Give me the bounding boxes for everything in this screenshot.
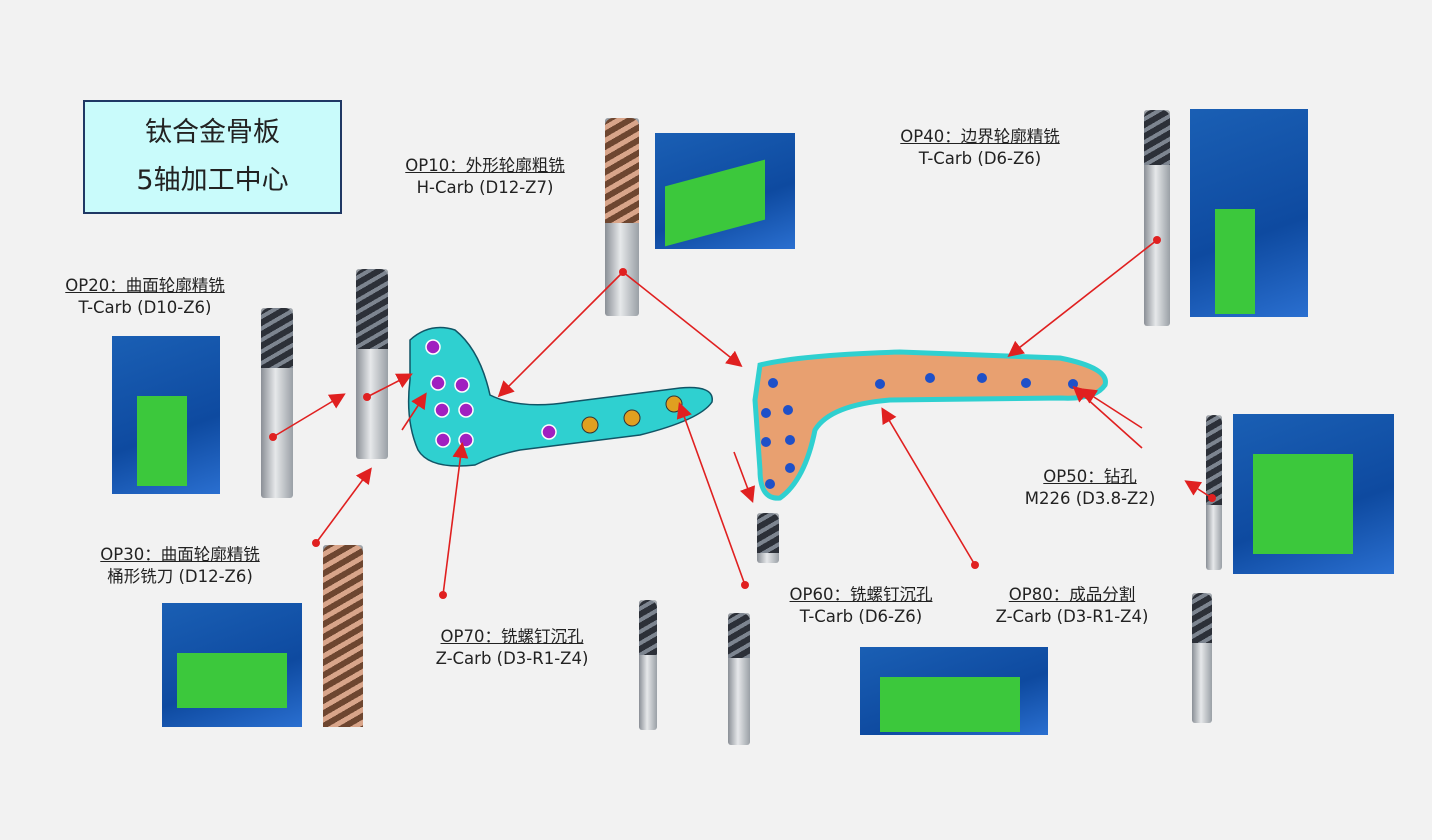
op60-label: OP60：铣螺钉沉孔 T-Carb (D6-Z6) (731, 584, 991, 628)
op80-tool: Z-Carb (D3-R1-Z4) (995, 607, 1149, 626)
op50-label: OP50：钻孔 M226 (D3.8-Z2) (960, 466, 1220, 510)
op10-label: OP10：外形轮廓粗铣 H-Carb (D12-Z7) (355, 155, 615, 199)
op60-endmill-icon (757, 513, 779, 563)
op30-label: OP30：曲面轮廓精铣桶形铣刀 (D12-Z6) (50, 544, 310, 588)
op40-heading: OP40：边界轮廓精铣 (900, 127, 1060, 146)
bone-plate-left (407, 326, 713, 467)
op20-label: OP20：曲面轮廓精铣 T-Carb (D10-Z6) (15, 275, 275, 319)
op70-heading: OP70：铣螺钉沉孔 (440, 627, 584, 646)
op40-label: OP40：边界轮廓精铣 T-Carb (D6-Z6) (850, 126, 1110, 170)
arrow-op10-right (622, 271, 743, 367)
op60-tool: T-Carb (D6-Z6) (799, 607, 923, 626)
op30-tool: 桶形铣刀 (D12-Z6) (107, 567, 253, 586)
arrow-op50-b (1072, 385, 1143, 449)
arrow-op40 (1007, 239, 1158, 357)
bone-plate-right (752, 349, 1108, 501)
arrow-op70-left (442, 441, 469, 596)
arrow-op80 (881, 407, 976, 566)
arrow-op60 (733, 451, 755, 503)
op10-endmill-icon (605, 118, 639, 316)
op50-heading: OP50：钻孔 (1043, 467, 1137, 486)
op40-tool: T-Carb (D6-Z6) (918, 149, 1042, 168)
arrow-op30 (315, 467, 372, 544)
op80-endmill-icon (1192, 593, 1212, 723)
op60-scene-image (860, 647, 1048, 735)
op20-heading: OP20：曲面轮廓精铣 (65, 276, 225, 295)
op10-tool: H-Carb (D12-Z7) (416, 178, 554, 197)
op40-endmill-icon (1144, 110, 1170, 326)
op40-scene-image (1190, 109, 1308, 317)
op60-heading: OP60：铣螺钉沉孔 (789, 585, 933, 604)
op20-endmill-icon (356, 269, 388, 459)
arrow-op10-left (497, 271, 624, 398)
arrow-op20-b (366, 373, 413, 398)
op70-tool: Z-Carb (D3-R1-Z4) (435, 649, 589, 668)
op50-drill-icon (1206, 415, 1222, 570)
arrow-op70-right (676, 401, 746, 586)
title-box: 钛合金骨板 5轴加工中心 (83, 100, 342, 214)
op80-label: OP80：成品分割 Z-Carb (D3-R1-Z4) (942, 584, 1202, 628)
op80-heading: OP80：成品分割 (1008, 585, 1136, 604)
op20-scene-image (112, 336, 220, 494)
op30-scene-image (162, 603, 302, 727)
op70-label: OP70：铣螺钉沉孔 Z-Carb (D3-R1-Z4) (382, 626, 642, 670)
op50-scene-image (1233, 414, 1394, 574)
op10-scene-image (655, 133, 795, 249)
arrow-op50-c (1080, 388, 1143, 429)
arrow-op20-a (272, 393, 346, 438)
op50-tool: M226 (D3.8-Z2) (1024, 489, 1156, 508)
op30-barrel-cutter-icon (323, 545, 363, 727)
op20-endmill-small-icon (261, 308, 293, 498)
op70-endmill-icon (639, 600, 657, 730)
title-line-1: 钛合金骨板 (145, 117, 280, 148)
arrow-op50 (1184, 480, 1213, 499)
arrow-op20-c (401, 392, 427, 431)
op10-heading: OP10：外形轮廓粗铣 (405, 156, 565, 175)
title-line-2: 5轴加工中心 (136, 165, 289, 196)
op20-tool: T-Carb (D10-Z6) (78, 298, 212, 317)
op70-endmill-alt-icon (728, 613, 750, 745)
op30-heading: OP30：曲面轮廓精铣 (100, 545, 260, 564)
